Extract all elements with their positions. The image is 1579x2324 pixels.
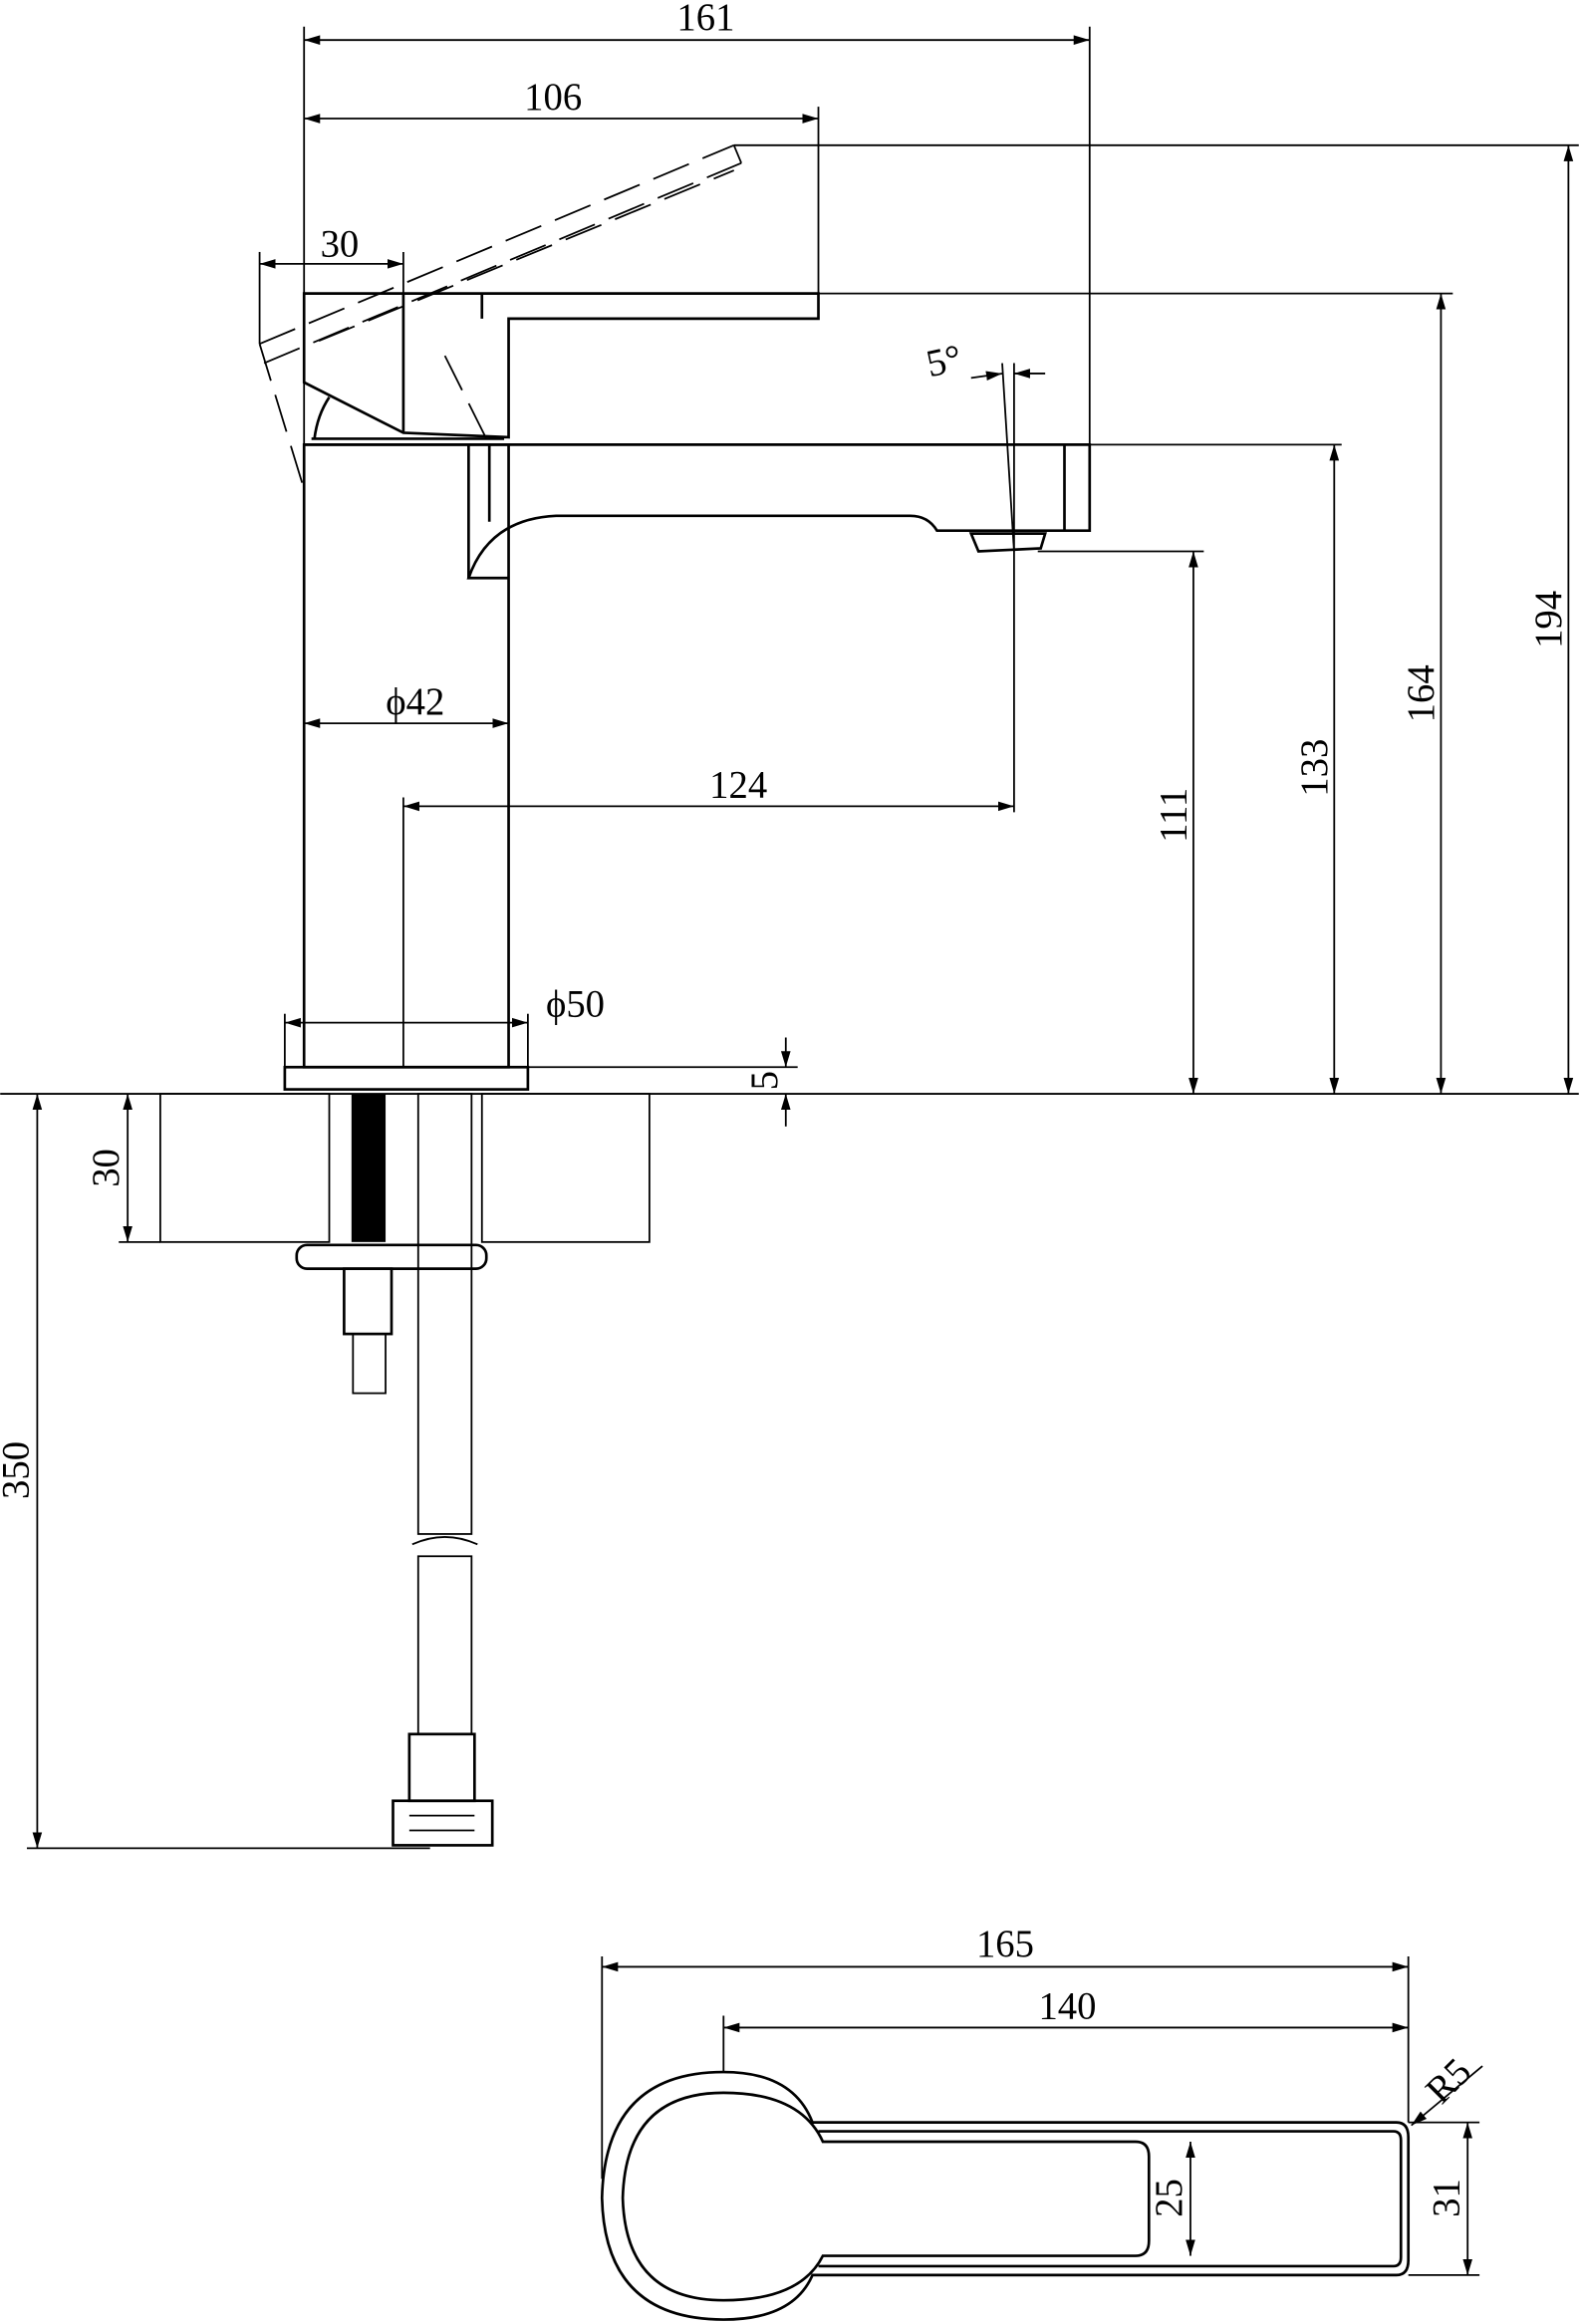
- dimension-lines: [32, 35, 1574, 1849]
- dim-handle-reach: 106: [524, 77, 582, 119]
- dim-handle-width: 30: [321, 223, 360, 265]
- dim-tip-radius: R5: [1418, 2051, 1479, 2113]
- dim-overall-width: 161: [676, 0, 734, 39]
- dimension-lines-top: [602, 1961, 1483, 2275]
- dim-spout-projection: 124: [709, 764, 767, 806]
- deck-section: [159, 1093, 651, 1243]
- dim-base-height: 5: [744, 1071, 786, 1090]
- dim-spout-angle: 5°: [922, 338, 965, 386]
- dim-deck-thickness: 30: [86, 1149, 128, 1187]
- dim-base-diameter: ϕ50: [546, 984, 605, 1026]
- side-view: 161 106 30 5° ϕ42 124 ϕ50 5 111 133 164 …: [0, 0, 1579, 1850]
- lever-handle: [302, 292, 820, 440]
- dim-inner-width: 25: [1149, 2179, 1190, 2217]
- dim-hose-length: 350: [0, 1441, 37, 1499]
- handle-top-view: 165 140 R5 25 31: [600, 1924, 1483, 2321]
- dim-spout-top-height: 133: [1294, 739, 1336, 797]
- dim-outer-width: 31: [1426, 2179, 1467, 2217]
- handle-outline: [600, 2070, 1411, 2321]
- dim-body-diameter: ϕ42: [386, 681, 444, 723]
- faucet-body: [283, 443, 1092, 1091]
- extension-lines: [0, 26, 1579, 1850]
- dim-overall-height: 194: [1528, 591, 1570, 648]
- dim-handle-overall-length: 165: [976, 1924, 1034, 1965]
- dim-handle-center-to-tip: 140: [1038, 1985, 1096, 2027]
- dim-handle-height: 164: [1401, 664, 1443, 722]
- mounting-hardware: [295, 1093, 494, 1847]
- handle-raised-position: [258, 143, 742, 490]
- dim-outlet-height: 111: [1154, 788, 1195, 843]
